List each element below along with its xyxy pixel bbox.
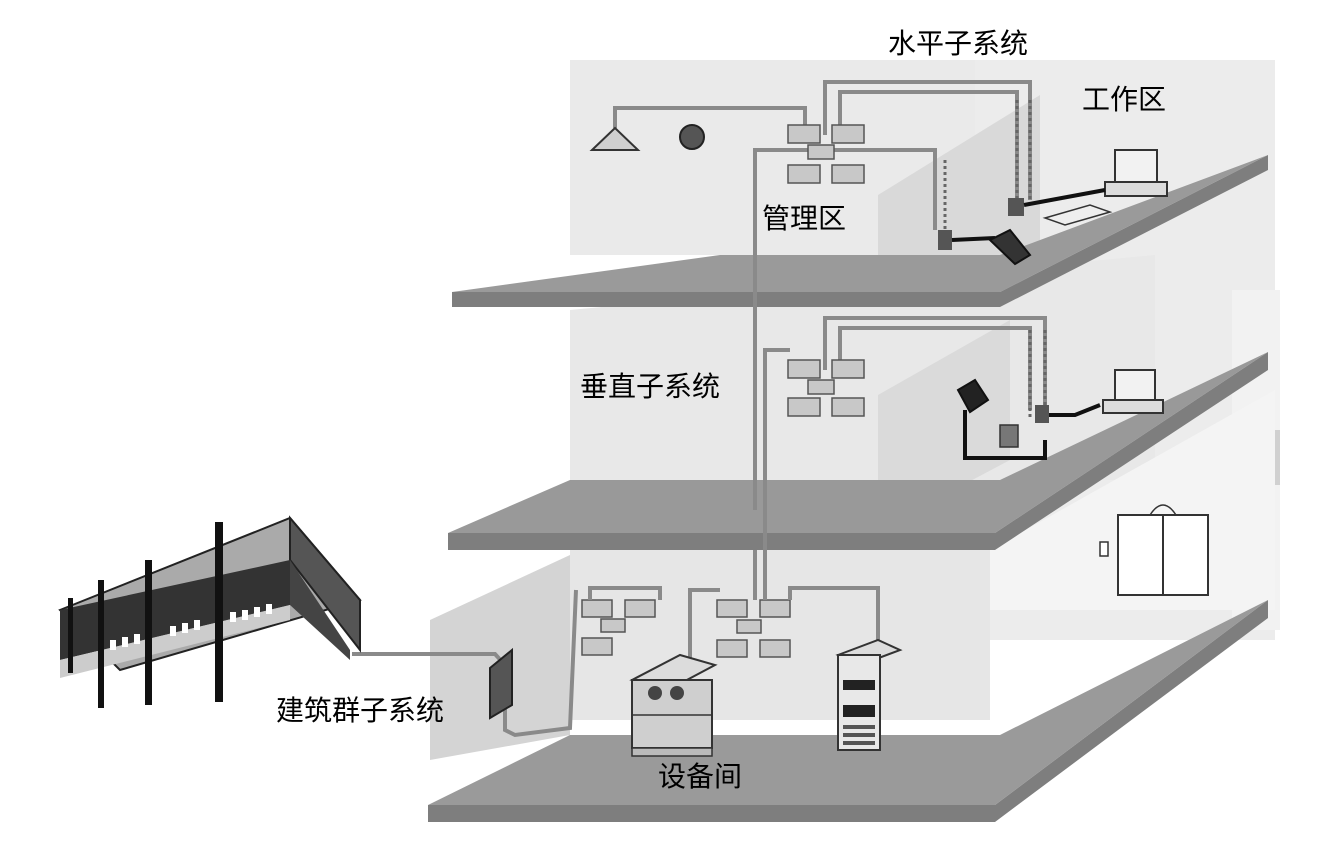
slab-mid-surface xyxy=(448,352,1268,533)
label-vertical-subsystem: 垂直子系统 xyxy=(580,370,721,403)
horn-cable xyxy=(613,106,807,130)
phone-icon xyxy=(988,228,1032,266)
vertical-backbone xyxy=(753,160,767,600)
slab-mid xyxy=(448,352,1268,550)
outlet-mid-1 xyxy=(1035,405,1049,423)
pc-cord xyxy=(1023,188,1106,207)
slab-top-surface xyxy=(452,155,1268,292)
server-tower xyxy=(835,638,903,751)
h-cable-3 xyxy=(753,148,937,230)
elevator-button xyxy=(1099,541,1109,557)
label-horizontal-subsystem: 水平子系统 xyxy=(888,27,1029,60)
ground-cable-4 xyxy=(788,586,880,640)
mid-backbone-link xyxy=(763,348,790,370)
outlet-mid-2 xyxy=(999,424,1019,448)
patch-panel-mid xyxy=(787,359,865,417)
floor1-equipment xyxy=(352,560,903,757)
outlet-top-2 xyxy=(938,230,952,250)
mid-h-cable-1 xyxy=(823,316,1047,410)
campus-building-icon xyxy=(58,515,362,708)
label-work-area: 工作区 xyxy=(1082,83,1167,116)
distribution-box xyxy=(489,647,513,720)
outlet-top-1 xyxy=(1008,198,1024,216)
label-campus-subsystem: 建筑群子系统 xyxy=(276,694,445,727)
floor2-equipment xyxy=(763,316,1164,460)
elevator-arch xyxy=(1149,504,1177,516)
slab-ground xyxy=(428,600,1268,822)
slab-top xyxy=(452,155,1268,307)
patch-panel-top xyxy=(787,124,865,184)
camera-icon xyxy=(679,124,705,150)
fax-icon xyxy=(956,378,990,414)
phone-cord xyxy=(951,236,996,242)
computer-icon xyxy=(1104,149,1168,197)
floor2-partition xyxy=(878,320,1010,530)
patch-panel-ground-1 xyxy=(581,599,656,656)
label-management-area: 管理区 xyxy=(762,202,847,235)
pbx-cabinet xyxy=(629,653,718,757)
fax-cord xyxy=(963,410,1047,460)
keyboard-icon xyxy=(1042,204,1113,226)
patch-panel-ground-2 xyxy=(716,599,791,658)
ground-cable-2 xyxy=(688,588,720,660)
campus-cable xyxy=(352,589,578,738)
label-equipment-room: 设备间 xyxy=(658,760,743,793)
floor3-equipment xyxy=(589,80,1168,266)
h-cable-1 xyxy=(823,80,1032,200)
ground-cable-1 xyxy=(588,586,662,600)
mid-pc-cord xyxy=(1049,403,1101,417)
elevator xyxy=(1099,504,1209,596)
computer-icon-2 xyxy=(1102,369,1164,414)
horn-icon xyxy=(589,126,641,151)
